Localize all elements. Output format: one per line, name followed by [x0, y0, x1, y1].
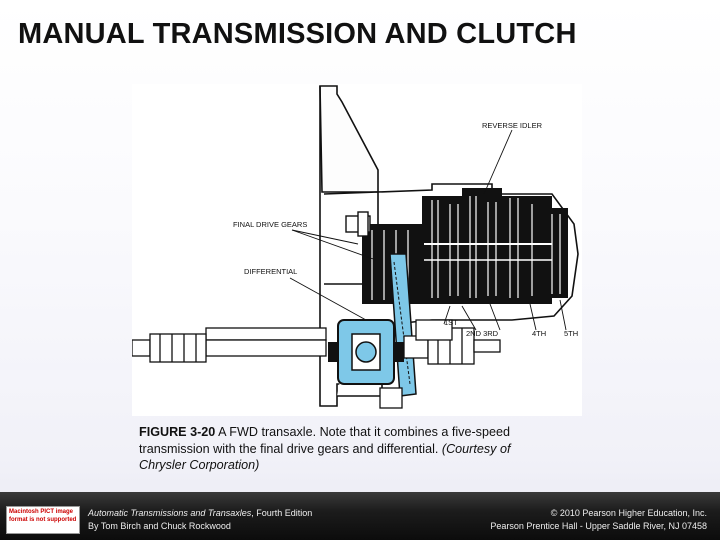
footer-copyright: © 2010 Pearson Higher Education, Inc.	[550, 508, 707, 518]
footer-book-line: Automatic Transmissions and Transaxles, …	[88, 508, 312, 518]
label-fourth-gear: 4TH	[532, 329, 546, 338]
unsupported-image-placeholder: Macintosh PICT image format is not suppo…	[6, 506, 80, 534]
lower-fittings	[379, 319, 453, 409]
footer-book-title: Automatic Transmissions and Transaxles	[88, 508, 252, 518]
axle-shafts	[131, 327, 501, 365]
label-fifth-gear: 5TH	[564, 329, 578, 338]
leader-lines	[289, 129, 567, 331]
caption-credit: (Courtesy of Chrysler Corporation)	[139, 441, 511, 473]
label-differential: DIFFERENTIAL	[244, 267, 297, 276]
label-final-drive-gears: FINAL DRIVE GEARS	[233, 220, 307, 229]
transaxle-drawing: REVERSE IDLER FINAL DRIVE GEARS DIFFEREN…	[131, 85, 579, 409]
label-second-third-gear: 2ND 3RD	[466, 329, 499, 338]
caption-number: FIGURE 3-20	[139, 425, 216, 439]
input-shaft	[345, 211, 371, 237]
footer-edition: , Fourth Edition	[251, 508, 313, 518]
label-reverse-idler: REVERSE IDLER	[482, 121, 543, 130]
label-first-gear: 1ST	[444, 318, 458, 327]
footer-bar	[0, 492, 720, 540]
footer-publisher: Pearson Prentice Hall - Upper Saddle Riv…	[490, 521, 707, 531]
footer-authors: By Tom Birch and Chuck Rockwood	[88, 521, 231, 531]
caption-text: A FWD transaxle. Note that it combines a…	[139, 425, 510, 456]
transaxle-figure: REVERSE IDLER FINAL DRIVE GEARS DIFFEREN…	[131, 84, 582, 416]
slide-title: MANUAL TRANSMISSION AND CLUTCH	[18, 18, 577, 50]
figure-caption: FIGURE 3-20 A FWD transaxle. Note that i…	[139, 424, 559, 474]
differential	[328, 319, 404, 385]
gear-teeth	[371, 196, 561, 300]
